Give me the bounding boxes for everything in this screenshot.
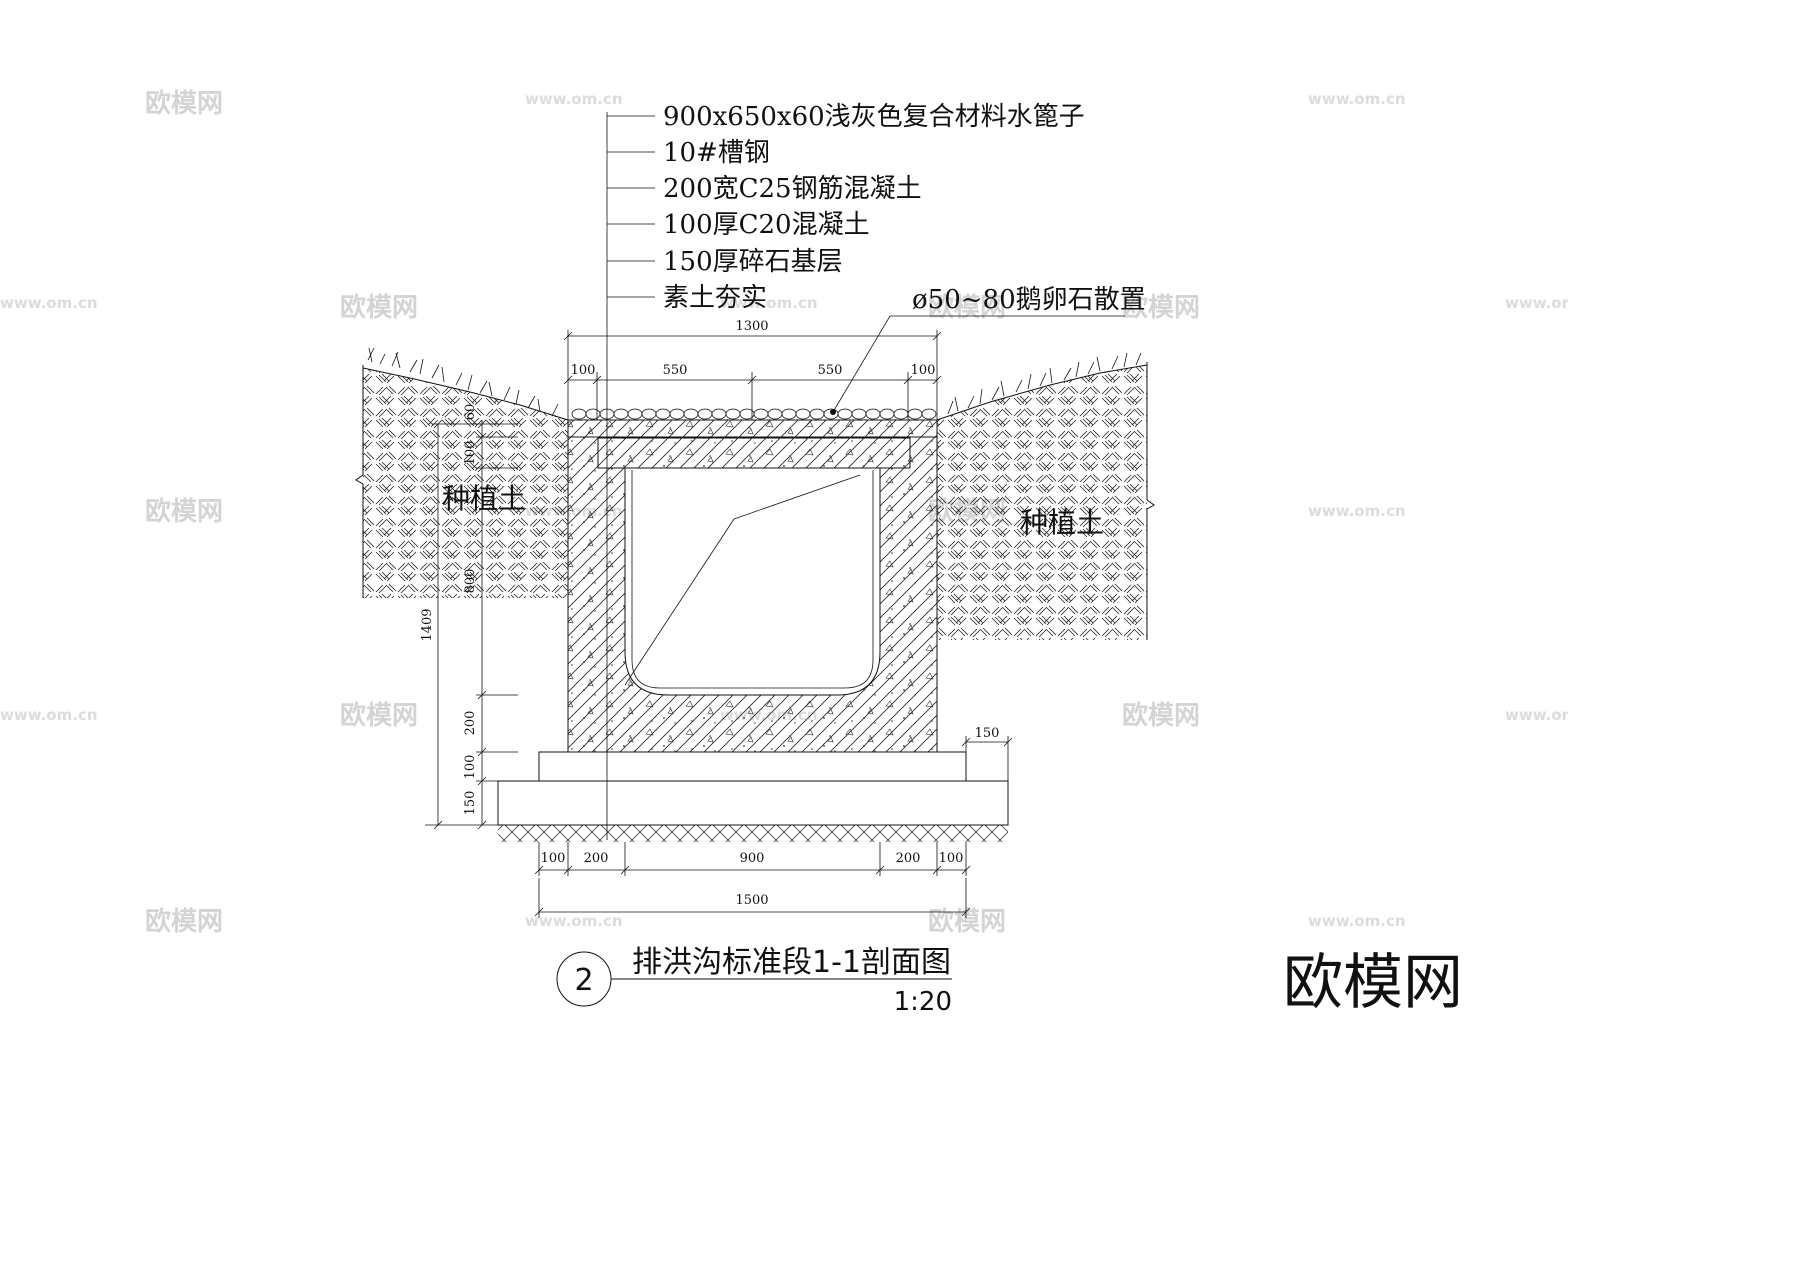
channel-steel bbox=[597, 437, 911, 469]
channel-bottom-curve bbox=[631, 470, 874, 689]
pebble bbox=[879, 408, 895, 420]
grass-tufts bbox=[367, 347, 1142, 417]
bottom-dimension-lines bbox=[534, 842, 971, 918]
channel-walls-concrete bbox=[568, 420, 937, 752]
left-dim-part-4: 200 bbox=[463, 711, 478, 736]
watermark-url: www.om.cn bbox=[0, 706, 98, 724]
pebble bbox=[865, 408, 881, 420]
watermark-url: www.om.cn bbox=[1505, 294, 1568, 312]
left-dim-part-3: 800 bbox=[463, 569, 478, 594]
pebble bbox=[851, 408, 867, 420]
watermark-brand: 欧模网 bbox=[340, 292, 418, 323]
bottom-dim-part-1: 100 bbox=[541, 851, 566, 866]
callout-label-3: 200宽C25钢筋混凝土 bbox=[663, 174, 922, 204]
watermark-url: www.om.cn bbox=[720, 294, 818, 312]
pebble bbox=[697, 408, 713, 420]
soil-label-left: 种植土 bbox=[442, 482, 526, 515]
watermark-brand: 欧模网 bbox=[1122, 700, 1200, 731]
left-dim-part-2: 100 bbox=[463, 441, 478, 466]
pebble bbox=[921, 408, 937, 420]
watermark-url: www.om.cn bbox=[525, 912, 623, 930]
right-dimension-lines bbox=[961, 736, 1013, 781]
watermark-url: www.om.cn bbox=[0, 294, 98, 312]
bottom-dim-part-2: 200 bbox=[584, 851, 609, 866]
planting-soil-left bbox=[363, 368, 568, 598]
callout-label-4: 100厚C20混凝土 bbox=[663, 210, 870, 240]
drawing-canvas: 欧模网欧模网欧模网欧模网欧模网欧模网欧模网欧模网欧模网欧模网www.om.cnw… bbox=[0, 88, 1568, 1018]
soil-break-right bbox=[1146, 362, 1155, 640]
watermark-brand: 欧模网 bbox=[145, 906, 223, 937]
pebble-note: ø50~80鹅卵石散置 bbox=[912, 285, 1146, 315]
callout-label-1: 900x650x60浅灰色复合材料水篦子 bbox=[663, 102, 1085, 132]
compacted-soil bbox=[498, 825, 1008, 842]
bottom-dim-part-3: 900 bbox=[740, 851, 765, 866]
pebble bbox=[753, 408, 769, 420]
planting-soil-right bbox=[937, 365, 1147, 640]
pebble bbox=[781, 408, 797, 420]
pebble bbox=[795, 408, 811, 420]
bottom-dim-part-5: 100 bbox=[939, 851, 964, 866]
pebble bbox=[893, 408, 909, 420]
watermark-url: www.om.cn bbox=[1308, 502, 1406, 520]
top-dim-part-2: 550 bbox=[663, 363, 688, 378]
channel-inner-outline bbox=[624, 468, 881, 696]
pebble bbox=[711, 408, 727, 420]
watermark-url: www.om.cn bbox=[1308, 912, 1406, 930]
pebble bbox=[837, 408, 853, 420]
watermark-brand: 欧模网 bbox=[145, 88, 223, 119]
soil-surface-line-right bbox=[936, 364, 1148, 421]
top-dim-part-4: 100 bbox=[911, 363, 936, 378]
pebble bbox=[809, 408, 825, 420]
watermark-url: www.om.cn bbox=[1308, 90, 1406, 108]
pebble bbox=[655, 408, 671, 420]
watermark-brand: 欧模网 bbox=[928, 292, 1006, 323]
soil-break-left bbox=[355, 365, 364, 598]
top-dim-part-1: 100 bbox=[571, 363, 596, 378]
c20-concrete-layer bbox=[538, 751, 967, 782]
pebble bbox=[767, 408, 783, 420]
pebble bbox=[907, 408, 923, 420]
callout-label-2: 10#槽钢 bbox=[663, 138, 770, 168]
callout-label-6: 素土夯实 bbox=[663, 283, 767, 313]
pebble bbox=[571, 408, 587, 420]
inner-reference-line bbox=[624, 474, 861, 686]
pebble bbox=[669, 408, 685, 420]
drawing-scale: 1:20 bbox=[894, 987, 952, 1017]
bottom-dim-total: 1500 bbox=[735, 893, 768, 908]
watermark-brand: 欧模网 bbox=[340, 700, 418, 731]
pebble bbox=[585, 408, 601, 420]
top-dim-part-3: 550 bbox=[818, 363, 843, 378]
channel-outline bbox=[567, 420, 938, 753]
drawing-title: 排洪沟标准段1-1剖面图 bbox=[632, 945, 951, 980]
grate-cover bbox=[567, 419, 938, 438]
callout-ticks bbox=[607, 115, 655, 298]
callout-label-5: 150厚碎石基层 bbox=[663, 247, 843, 277]
section-number: 2 bbox=[574, 963, 593, 998]
bottom-dim-part-4: 200 bbox=[896, 851, 921, 866]
left-dim-total: 1409 bbox=[420, 608, 435, 641]
left-dimension-lines bbox=[425, 419, 518, 830]
pebble-layer bbox=[571, 408, 937, 420]
pebble bbox=[641, 408, 657, 420]
pebble bbox=[627, 408, 643, 420]
soil-surface-line-left bbox=[362, 367, 569, 421]
top-dim-total: 1300 bbox=[735, 319, 768, 334]
watermark-url: www.om.cn bbox=[1505, 706, 1568, 724]
right-dim-150: 150 bbox=[975, 726, 1000, 741]
pebble bbox=[683, 408, 699, 420]
pebble bbox=[613, 408, 629, 420]
watermark-url: www.om.cn bbox=[525, 90, 623, 108]
watermark-brand: 欧模网 bbox=[1122, 292, 1200, 323]
brand-logo: 欧模网 bbox=[1283, 948, 1463, 1018]
pebble bbox=[725, 408, 741, 420]
section-drawing: 欧模网欧模网欧模网欧模网欧模网欧模网欧模网欧模网欧模网欧模网www.om.cnw… bbox=[0, 88, 1568, 1018]
left-dim-part-1: 60 bbox=[463, 404, 478, 421]
left-dim-part-6: 150 bbox=[463, 791, 478, 816]
pebble-note-dot bbox=[830, 409, 836, 415]
soil-label-right: 种植土 bbox=[1020, 506, 1104, 539]
watermark-brand: 欧模网 bbox=[145, 496, 223, 527]
gravel-base-layer bbox=[497, 780, 1009, 826]
top-dimension-lines bbox=[563, 330, 942, 420]
left-dim-part-5: 100 bbox=[463, 755, 478, 780]
